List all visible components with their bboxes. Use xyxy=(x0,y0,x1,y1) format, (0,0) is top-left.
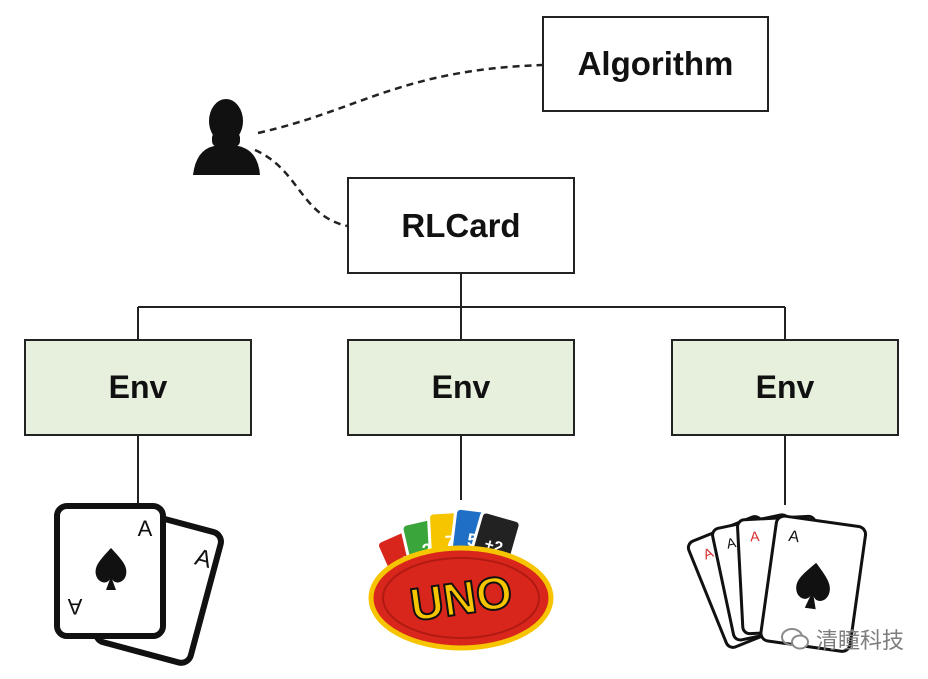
svg-text:A: A xyxy=(67,594,82,619)
watermark-text: 清瞳科技 xyxy=(816,629,905,654)
env-node-1: Env xyxy=(24,339,252,436)
svg-text:A: A xyxy=(192,544,214,574)
uno-cards-icon: 1 2 7 5 +2 UNO xyxy=(368,506,554,651)
svg-text:A: A xyxy=(138,516,153,541)
svg-text:A: A xyxy=(725,534,738,552)
env-label: Env xyxy=(431,369,491,405)
svg-text:UNO: UNO xyxy=(407,565,515,631)
watermark: 清瞳科技 xyxy=(780,622,904,656)
spade-icon xyxy=(95,548,127,590)
user-to-rlcard-dashed-link xyxy=(254,148,348,228)
two-aces-cards-icon: A A A xyxy=(54,503,224,666)
wechat-icon xyxy=(780,626,810,652)
spade-icon xyxy=(796,562,830,610)
four-aces-fan-icon: A A A A xyxy=(686,513,868,653)
svg-text:7: 7 xyxy=(444,532,455,552)
env-node-2: Env xyxy=(347,339,575,436)
svg-text:A: A xyxy=(750,528,761,545)
env-node-3: Env xyxy=(671,339,899,436)
env-label: Env xyxy=(108,369,168,405)
user-to-algorithm-dashed-link xyxy=(257,63,543,135)
env-label: Env xyxy=(755,369,815,405)
algorithm-node: Algorithm xyxy=(542,16,769,112)
algorithm-label: Algorithm xyxy=(577,45,734,82)
rlcard-label: RLCard xyxy=(401,206,521,244)
user-silhouette-icon xyxy=(193,99,260,175)
rlcard-node: RLCard xyxy=(347,177,575,274)
svg-text:A: A xyxy=(787,528,800,546)
